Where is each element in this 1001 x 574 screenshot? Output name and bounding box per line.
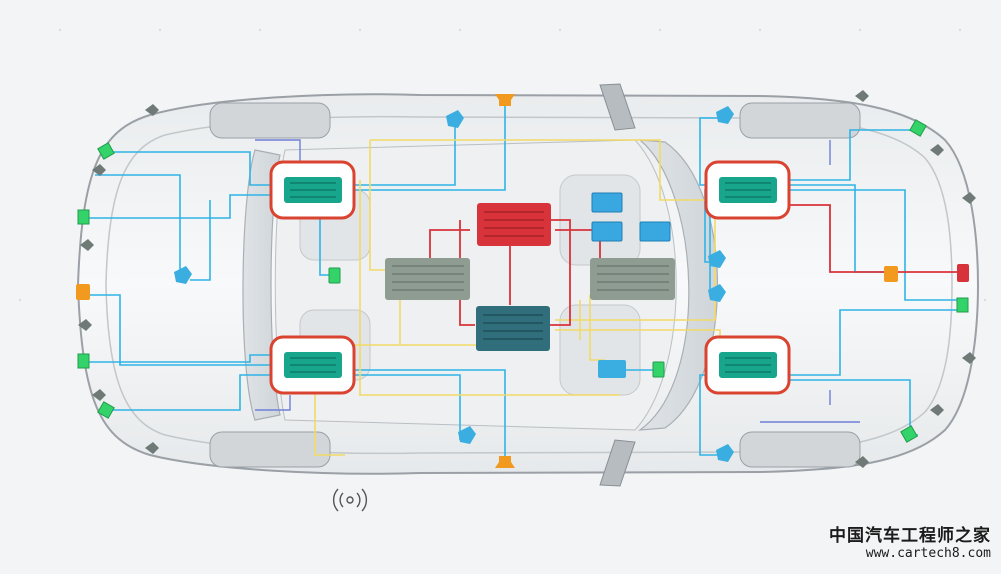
background-grid	[18, 28, 987, 302]
gray-ecu-right	[590, 258, 675, 300]
radar-sensor-icon	[957, 264, 969, 282]
blue-module	[598, 360, 626, 378]
yellow-cabling	[314, 139, 721, 456]
gray-ecu-left	[385, 258, 470, 300]
radar-sensor-icon	[77, 119, 969, 443]
zonal-controller-front-left	[269, 160, 356, 220]
teal-ecu-center	[476, 306, 550, 351]
green-module	[328, 267, 665, 378]
zonal-controller-rear-right	[704, 335, 791, 395]
ultrasonic-sensor-icon	[78, 90, 976, 468]
lidar-icon	[76, 94, 898, 468]
car-body	[76, 83, 980, 487]
purple-cabling	[255, 139, 860, 423]
watermark: 中国汽车工程师之家 www.cartech8.com	[829, 526, 991, 562]
zonal-controller-front-right	[704, 160, 791, 220]
central-compute-unit	[477, 203, 551, 246]
watermark-url: www.cartech8.com	[865, 546, 991, 562]
watermark-chinese: 中国汽车工程师之家	[829, 526, 991, 547]
display-screen-icon	[591, 192, 671, 242]
camera-icon	[174, 106, 734, 462]
zonal-controller-rear-left	[269, 335, 356, 395]
wireless-antenna-icon	[332, 488, 368, 512]
